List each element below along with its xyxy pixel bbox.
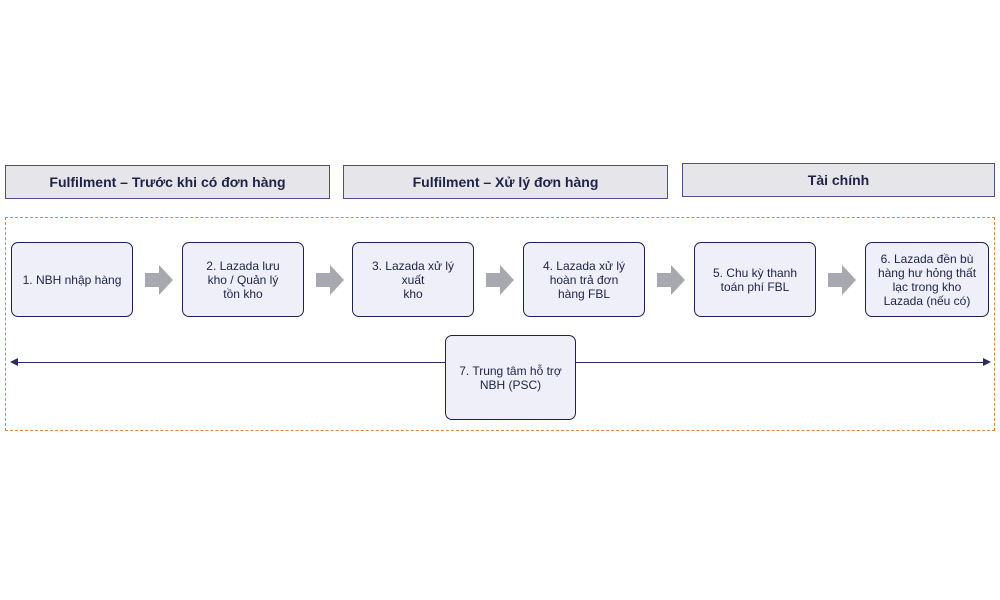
span-line-right [576,362,984,363]
header-fulfilment-before-order: Fulfilment – Trước khi có đơn hàng [5,165,330,199]
left-arrowhead-icon [10,358,18,366]
step-1-box: 1. NBH nhập hàng [11,242,133,317]
header-fulfilment-order-processing: Fulfilment – Xử lý đơn hàng [343,165,668,199]
right-arrowhead-icon [983,358,991,366]
span-line-left [14,362,445,363]
right-arrow-icon [486,265,514,295]
step-4-box: 4. Lazada xử lý hoàn trả đơn hàng FBL [523,242,645,317]
step-2-box: 2. Lazada lưu kho / Quản lý tồn kho [182,242,304,317]
header-finance: Tài chính [682,163,995,197]
step-3-box: 3. Lazada xử lý xuất kho [352,242,474,317]
right-arrow-icon [316,265,344,295]
right-arrow-icon [657,265,685,295]
step-6-box: 6. Lazada đền bù hàng hư hỏng thất lạc t… [865,242,989,317]
right-arrow-icon [145,265,173,295]
step-5-box: 5. Chu kỳ thanh toán phí FBL [694,242,816,317]
process-frame [5,217,995,431]
step-7-box: 7. Trung tâm hỗ trợ NBH (PSC) [445,335,576,420]
right-arrow-icon [828,265,856,295]
